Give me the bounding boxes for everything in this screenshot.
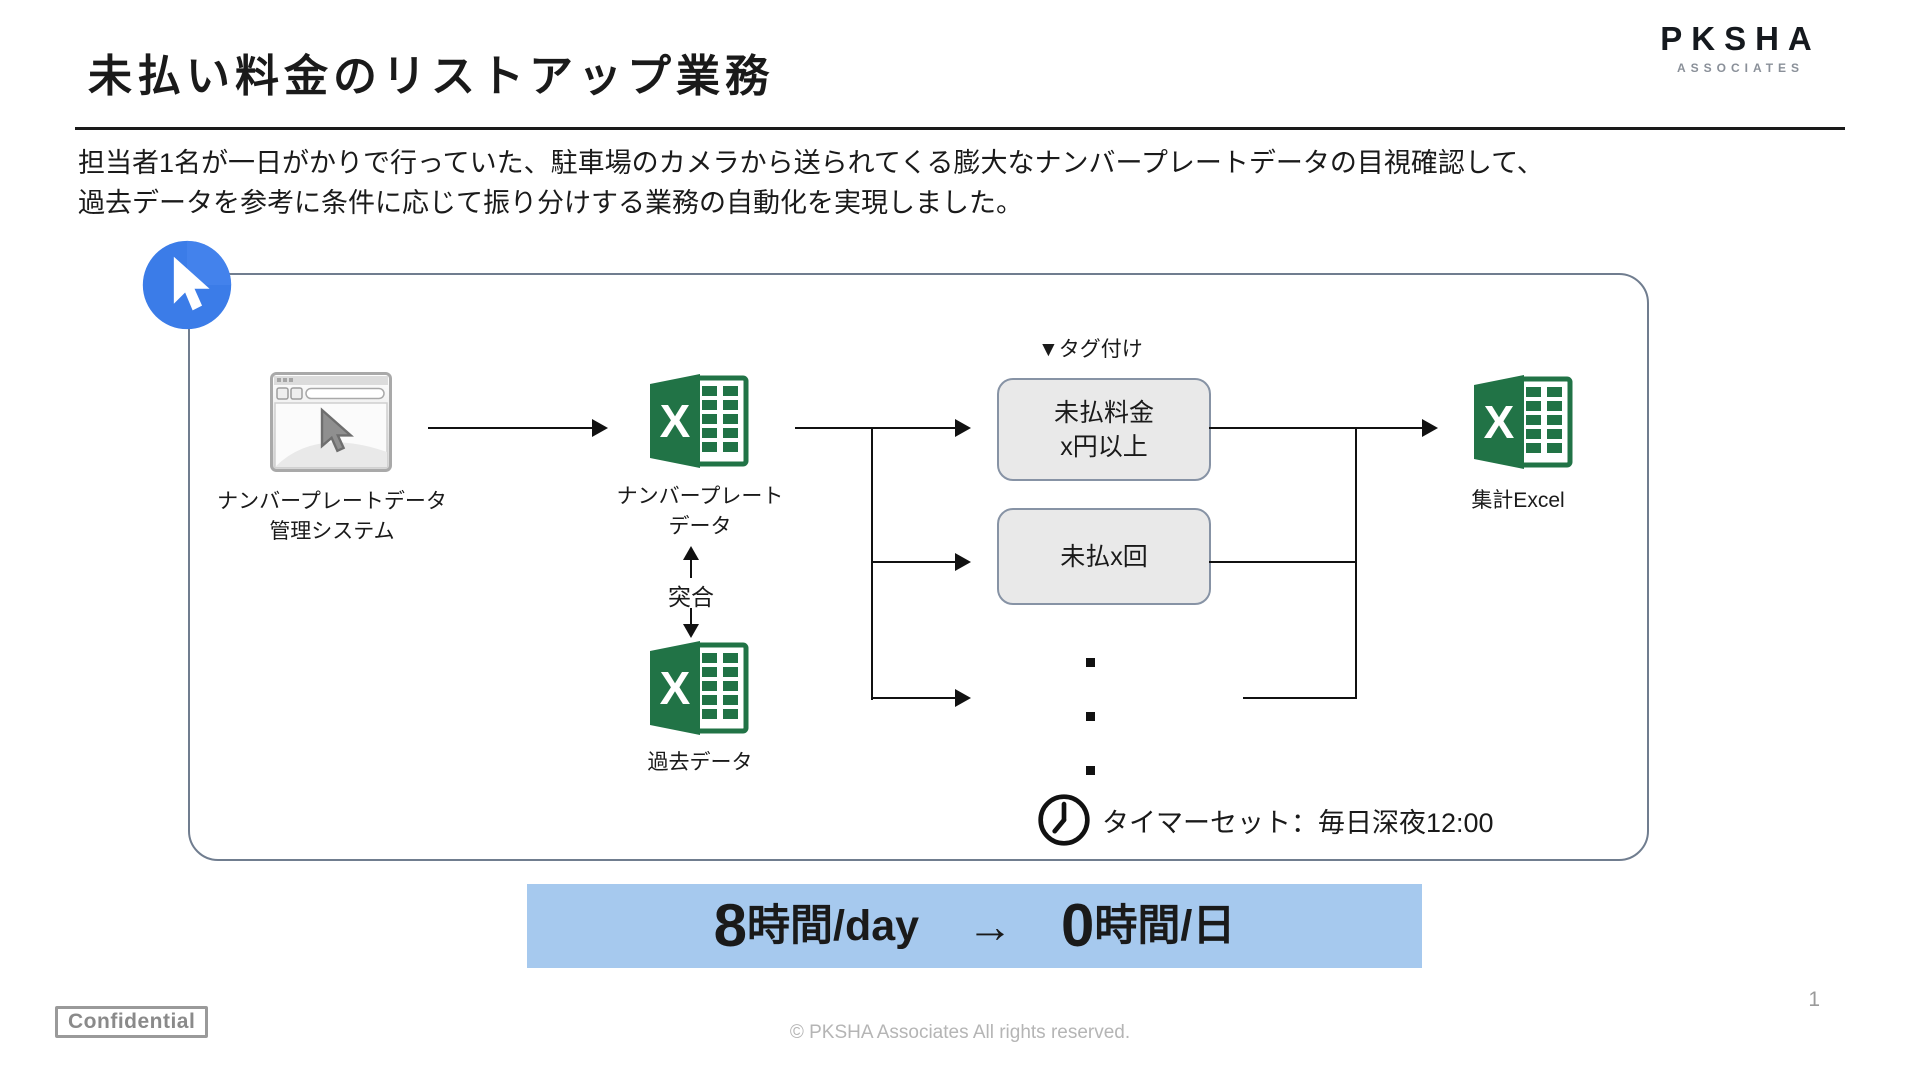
browser-window-icon <box>270 372 392 472</box>
arrowhead <box>683 546 699 560</box>
arrowhead <box>683 624 699 638</box>
mouse-cursor-badge-icon <box>140 238 234 332</box>
plate-excel-label: ナンバープレート データ <box>616 485 784 538</box>
banner-arrow: → <box>967 900 1014 952</box>
arrow-source-to-plate <box>428 427 596 429</box>
branch-line-top <box>795 427 955 429</box>
arrowhead <box>1422 419 1438 437</box>
vertical-ellipsis-dot <box>1086 658 1095 667</box>
tagging-label: ▼タグ付け <box>1038 338 1143 361</box>
logo-subtext: ASSOCIATES <box>1676 61 1805 75</box>
banner-before-value: 8 <box>713 892 747 959</box>
source-system-label: ナンバープレートデータ 管理システム <box>217 490 447 543</box>
vertical-ellipsis-dot <box>1086 766 1095 775</box>
bus-line-top <box>1209 427 1422 429</box>
tag-box-unpaid-count: 未払x回 <box>997 508 1211 605</box>
banner-before-unit: 時間/day <box>747 901 920 950</box>
intro-line-1: 担当者1名が一日がかりで行っていた、駐車場のカメラから送られてくる膨大なナンバー… <box>78 148 1544 178</box>
matching-label: 突合 <box>640 578 742 612</box>
branch-line-bottom <box>872 697 955 699</box>
result-banner: 8 時間/day → 0 時間/日 <box>527 884 1422 968</box>
diagram-frame <box>188 273 1649 861</box>
vertical-ellipsis-dot <box>1086 712 1095 721</box>
tag-box-unpaid-amount: 未払料金 x円以上 <box>997 378 1211 481</box>
past-excel-label: 過去データ <box>647 751 753 774</box>
arrowhead <box>955 419 971 437</box>
bus-line-bottom <box>1243 697 1357 699</box>
page-number: 1 <box>1808 988 1820 1011</box>
copyright-text: © PKSHA Associates All rights reserved. <box>789 1022 1131 1043</box>
match-arrow-upper <box>690 560 692 584</box>
result-excel-label: 集計Excel <box>1471 489 1565 512</box>
svg-text:X: X <box>660 662 691 714</box>
past-excel-icon: X <box>644 638 750 738</box>
company-logo: PKSHA ASSOCIATES <box>1638 20 1843 75</box>
confidential-badge: Confidential <box>55 1006 209 1038</box>
timer-label: タイマーセット：毎日深夜12:00 <box>1102 808 1494 838</box>
svg-text:X: X <box>660 395 691 447</box>
branch-line-vertical <box>871 427 873 700</box>
svg-text:X: X <box>1484 396 1515 448</box>
clock-icon <box>1036 792 1092 848</box>
result-excel-icon: X <box>1468 372 1574 472</box>
match-arrow-lower <box>690 608 692 626</box>
arrowhead <box>955 553 971 571</box>
logo-wordmark: PKSHA <box>1660 20 1821 57</box>
banner-after-value: 0 <box>1061 892 1095 959</box>
plate-excel-icon: X <box>644 371 750 471</box>
arrowhead <box>592 419 608 437</box>
arrowhead <box>955 689 971 707</box>
bus-line-middle <box>1209 561 1357 563</box>
title-divider <box>75 127 1845 130</box>
branch-line-middle <box>872 561 955 563</box>
banner-after-unit: 時間/日 <box>1094 901 1236 950</box>
page-title: 未払い料金のリストアップ業務 <box>88 52 774 101</box>
intro-line-2: 過去データを参考に条件に応じて振り分けする業務の自動化を実現しました。 <box>78 188 1023 218</box>
intro-paragraph: 担当者1名が一日がかりで行っていた、駐車場のカメラから送られてくる膨大なナンバー… <box>78 143 1544 223</box>
bus-line-vertical <box>1355 427 1357 699</box>
